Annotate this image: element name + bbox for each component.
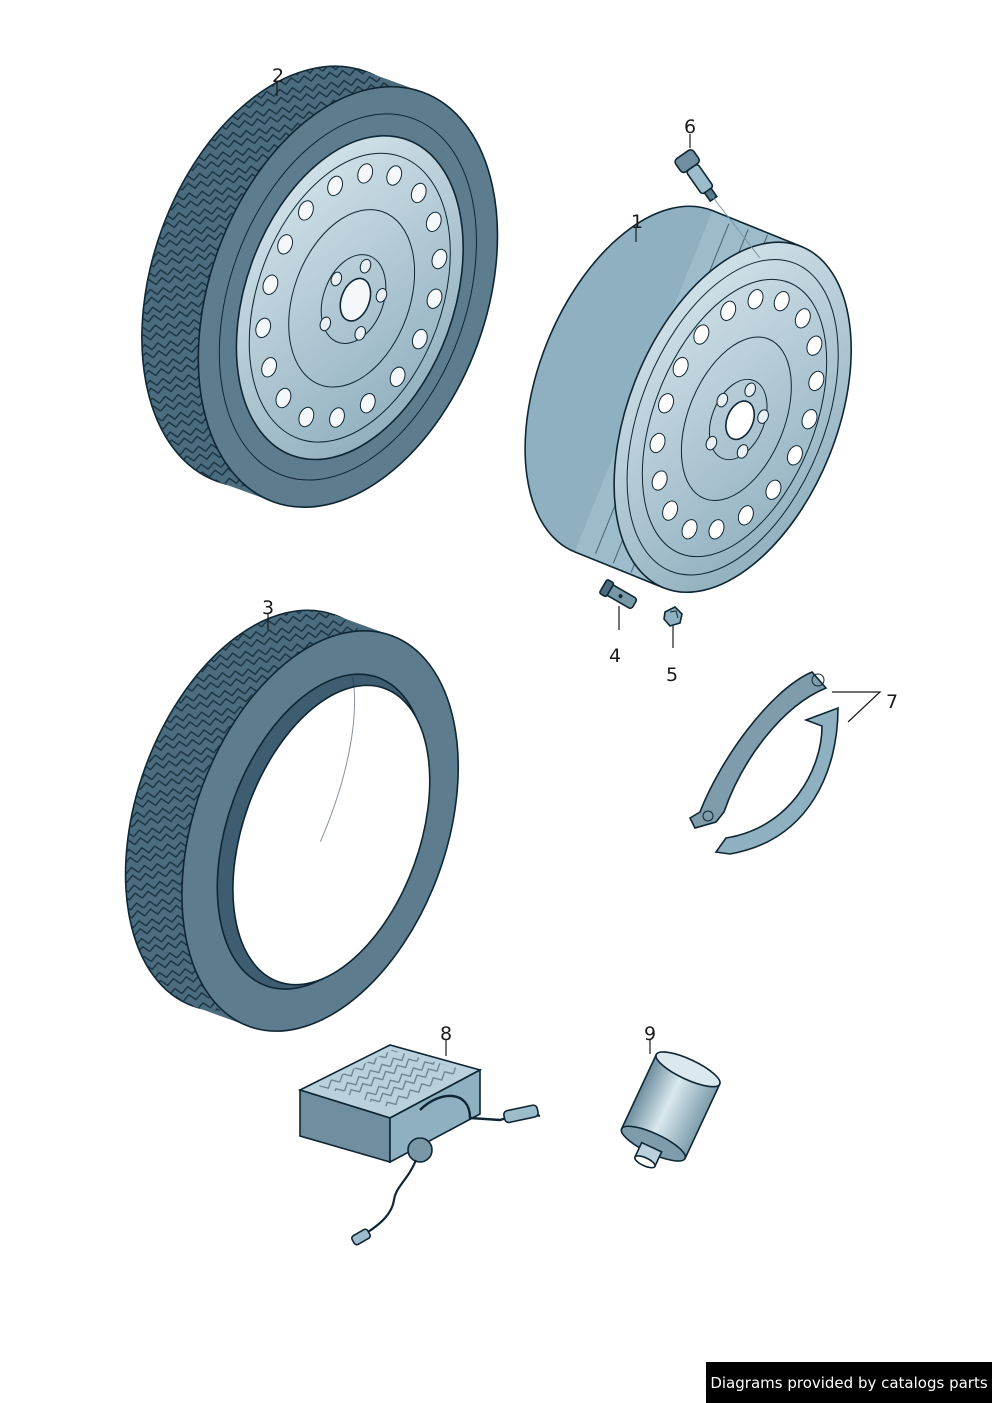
pressure-sensor — [599, 579, 638, 610]
complete-wheel — [141, 65, 499, 508]
callout-9: 9 — [644, 1023, 656, 1045]
callout-3: 3 — [262, 597, 274, 619]
tire-compressor — [297, 1044, 541, 1246]
tire — [124, 609, 459, 1032]
leader-lines — [267, 82, 882, 1056]
callout-1: 1 — [631, 211, 643, 233]
callout-2: 2 — [272, 65, 284, 87]
callout-8: 8 — [440, 1023, 452, 1045]
callout-6: 6 — [684, 116, 696, 138]
sensor-nut — [663, 606, 683, 627]
balance-weights — [688, 671, 839, 855]
sealant-bottle — [620, 1051, 721, 1169]
callout-4: 4 — [609, 645, 621, 667]
callout-5: 5 — [666, 664, 678, 686]
steel-rim — [524, 205, 852, 594]
callout-7: 7 — [886, 691, 898, 713]
credit-banner: Diagrams provided by catalogs parts — [706, 1362, 992, 1403]
tire-valve — [674, 149, 761, 259]
